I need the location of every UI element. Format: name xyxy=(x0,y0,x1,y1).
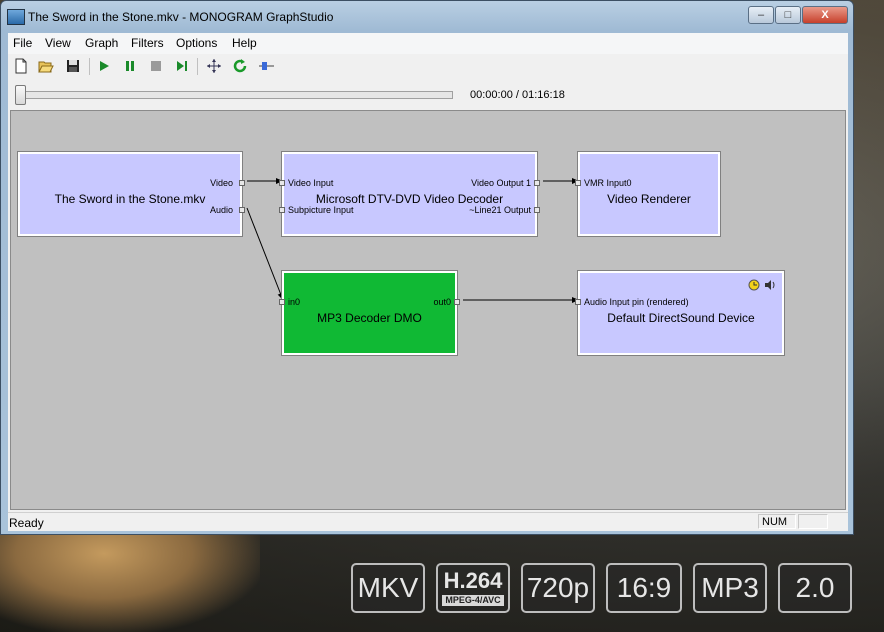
pin-audio[interactable] xyxy=(239,207,245,213)
status-cell-empty xyxy=(798,514,828,529)
filter-source-name: The Sword in the Stone.mkv xyxy=(54,192,206,206)
filter-video-renderer-name: Video Renderer xyxy=(607,192,691,206)
filter-mp3-decoder[interactable]: MP3 Decoder DMO in0 out0 xyxy=(279,270,460,356)
pin-out0-label: out0 xyxy=(433,297,451,307)
speaker-icon xyxy=(764,278,776,296)
pin-in0-label: in0 xyxy=(288,297,301,307)
pin-in0[interactable] xyxy=(279,299,285,305)
pin-video-output[interactable] xyxy=(534,180,540,186)
seek-row: 00:00:00 / 01:16:18 xyxy=(8,80,848,108)
pin-out0[interactable] xyxy=(454,299,460,305)
app-icon[interactable] xyxy=(7,9,25,25)
save-icon[interactable] xyxy=(65,58,81,74)
pin-audio-input-label: Audio Input pin (rendered) xyxy=(584,297,689,307)
filter-audio-renderer-name: Default DirectSound Device xyxy=(607,311,755,325)
badge-codec-sub: MPEG-4/AVC xyxy=(442,595,504,606)
connections-layer xyxy=(246,178,579,303)
menu-graph[interactable]: Graph xyxy=(85,36,119,50)
filter-video-renderer[interactable]: Video Renderer VMR Input0 xyxy=(575,151,721,237)
stop-icon[interactable] xyxy=(148,58,164,74)
client-area: File View Graph Filters Options Help xyxy=(8,33,848,531)
menu-bar: File View Graph Filters Options Help xyxy=(8,33,848,54)
arrange-icon[interactable] xyxy=(206,58,222,74)
maximize-button[interactable]: □ xyxy=(775,6,801,24)
media-info-badges: MKV H.264 MPEG-4/AVC 720p 16:9 MP3 2.0 xyxy=(351,563,852,613)
pin-vmr-input-label: VMR Input0 xyxy=(584,178,632,188)
close-button[interactable]: X xyxy=(802,6,848,24)
graph-canvas[interactable]: The Sword in the Stone.mkv Video Audio M… xyxy=(10,110,846,510)
pin-video-label: Video xyxy=(210,178,233,188)
wallpaper-figure xyxy=(0,520,260,632)
status-bar: Ready NUM xyxy=(8,512,848,531)
pin-subpicture-input-label: Subpicture Input xyxy=(288,205,354,215)
title-bar[interactable]: The Sword in the Stone.mkv - MONOGRAM Gr… xyxy=(1,1,853,33)
filter-video-decoder-name: Microsoft DTV-DVD Video Decoder xyxy=(315,192,504,206)
badge-codec-main: H.264 xyxy=(443,568,503,593)
badge-resolution: 720p xyxy=(521,563,595,613)
play-icon[interactable] xyxy=(96,58,112,74)
toolbar xyxy=(8,54,848,79)
seek-icon[interactable] xyxy=(258,58,274,74)
num-lock-indicator: NUM xyxy=(758,514,796,529)
badge-channels: 2.0 xyxy=(778,563,852,613)
menu-file[interactable]: File xyxy=(13,36,33,50)
pin-video-output-label: Video Output 1 xyxy=(471,178,531,188)
pin-video-input[interactable] xyxy=(279,180,285,186)
menu-help[interactable]: Help xyxy=(232,36,257,50)
filter-audio-renderer[interactable]: Default DirectSound Device Audio Input p… xyxy=(575,270,785,356)
menu-view[interactable]: View xyxy=(45,36,71,50)
time-readout: 00:00:00 / 01:16:18 xyxy=(470,89,565,101)
badge-codec: H.264 MPEG-4/AVC xyxy=(436,563,510,613)
badge-audio: MP3 xyxy=(693,563,767,613)
window-title: The Sword in the Stone.mkv - MONOGRAM Gr… xyxy=(28,10,334,24)
filter-video-decoder[interactable]: Microsoft DTV-DVD Video Decoder Video In… xyxy=(279,151,540,237)
filter-mp3-decoder-name: MP3 Decoder DMO xyxy=(317,311,422,325)
pin-line21-output[interactable] xyxy=(534,207,540,213)
pin-video-input-label: Video Input xyxy=(288,178,334,188)
refresh-icon[interactable] xyxy=(232,58,248,74)
graphstudio-window: The Sword in the Stone.mkv - MONOGRAM Gr… xyxy=(0,0,854,535)
clock-icon xyxy=(748,278,760,296)
pin-vmr-input[interactable] xyxy=(575,180,581,186)
step-icon[interactable] xyxy=(174,58,190,74)
menu-filters[interactable]: Filters xyxy=(131,36,164,50)
connection-audio[interactable] xyxy=(246,207,284,301)
pause-icon[interactable] xyxy=(122,58,138,74)
pin-audio-label: Audio xyxy=(209,205,233,215)
filter-source[interactable]: The Sword in the Stone.mkv Video Audio xyxy=(17,151,245,237)
pin-subpicture-input[interactable] xyxy=(279,207,285,213)
pin-line21-output-label: ~Line21 Output xyxy=(469,205,531,215)
toolbar-separator xyxy=(197,58,198,75)
minimize-button[interactable]: – xyxy=(748,6,774,24)
seek-bar[interactable] xyxy=(16,91,453,99)
pin-video[interactable] xyxy=(239,180,245,186)
badge-aspect: 16:9 xyxy=(606,563,682,613)
seek-thumb[interactable] xyxy=(15,85,26,105)
open-icon[interactable] xyxy=(38,58,54,74)
menu-options[interactable]: Options xyxy=(176,36,218,50)
status-text: Ready xyxy=(9,516,44,530)
pin-audio-input[interactable] xyxy=(575,299,581,305)
new-icon[interactable] xyxy=(13,58,29,74)
badge-container: MKV xyxy=(351,563,425,613)
toolbar-separator xyxy=(89,58,90,75)
